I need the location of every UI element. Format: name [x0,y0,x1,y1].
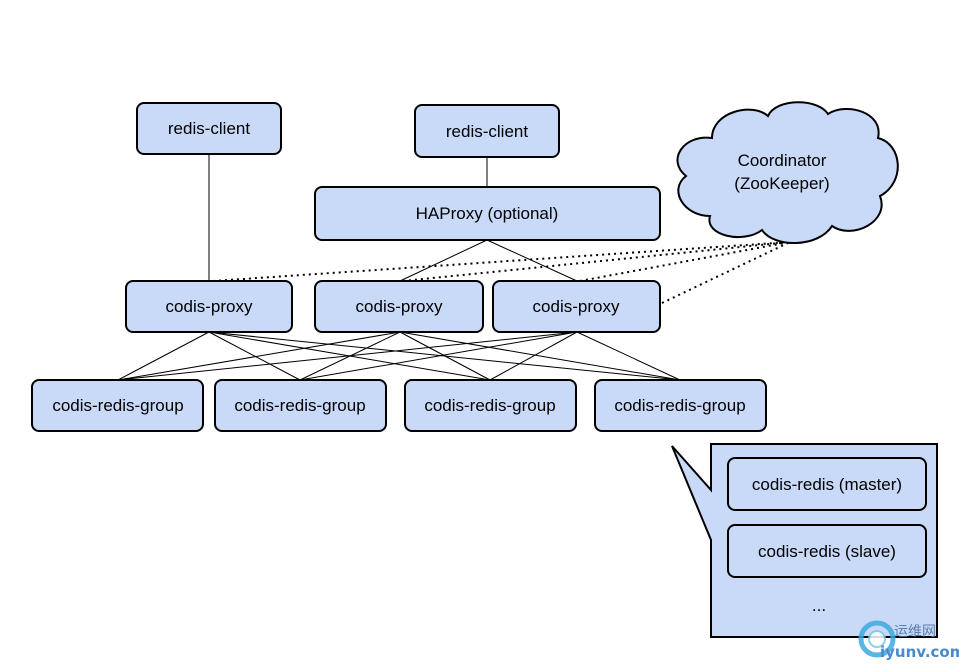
codis-redis-master: codis-redis (master) [727,457,927,511]
codis-redis-group-3: codis-redis-group [404,379,577,432]
codis-proxy-3: codis-proxy [492,280,661,333]
group-detail-callout: codis-redis (master) codis-redis (slave)… [671,443,938,638]
codis-redis-group-label: codis-redis-group [234,396,365,415]
codis-proxy-label: codis-proxy [166,297,253,316]
redis-client-label: redis-client [168,119,250,138]
codis-redis-group-4: codis-redis-group [594,379,767,432]
codis-redis-slave-label: codis-redis (slave) [758,542,896,561]
coordinator-label: Coordinator [738,151,827,170]
codis-proxy-2: codis-proxy [314,280,484,333]
codis-redis-slave: codis-redis (slave) [727,524,927,578]
coordinator-links [212,241,791,304]
redis-client-1: redis-client [136,102,282,155]
redis-client-label: redis-client [446,122,528,141]
edge-haproxy-proxy3 [486,239,578,282]
haproxy-label: HAProxy (optional) [416,204,559,223]
codis-redis-group-2: codis-redis-group [214,379,387,432]
proxy-group-mesh [117,331,681,381]
codis-proxy-label: codis-proxy [533,297,620,316]
codis-proxy-1: codis-proxy [125,280,293,333]
edge-haproxy-proxy2 [399,239,488,282]
codis-redis-master-label: codis-redis (master) [752,475,902,494]
redis-client-2: redis-client [414,104,560,158]
connectors [117,154,791,381]
watermark: 运维网 iyunv.com [858,620,959,661]
codis-redis-group-label: codis-redis-group [52,396,183,415]
watermark-site: iyunv.com [880,643,959,661]
codis-redis-group-label: codis-redis-group [424,396,555,415]
watermark-name: 运维网 [894,624,936,640]
coordinator-cloud: Coordinator (ZooKeeper) [676,101,899,244]
codis-proxy-label: codis-proxy [356,297,443,316]
watermark-logo-icon [858,620,896,658]
haproxy: HAProxy (optional) [314,186,661,241]
codis-redis-group-label: codis-redis-group [614,396,745,415]
codis-redis-group-1: codis-redis-group [31,379,204,432]
coordinator-sublabel: (ZooKeeper) [734,174,829,193]
more-instances-ellipsis: ... [812,596,826,615]
